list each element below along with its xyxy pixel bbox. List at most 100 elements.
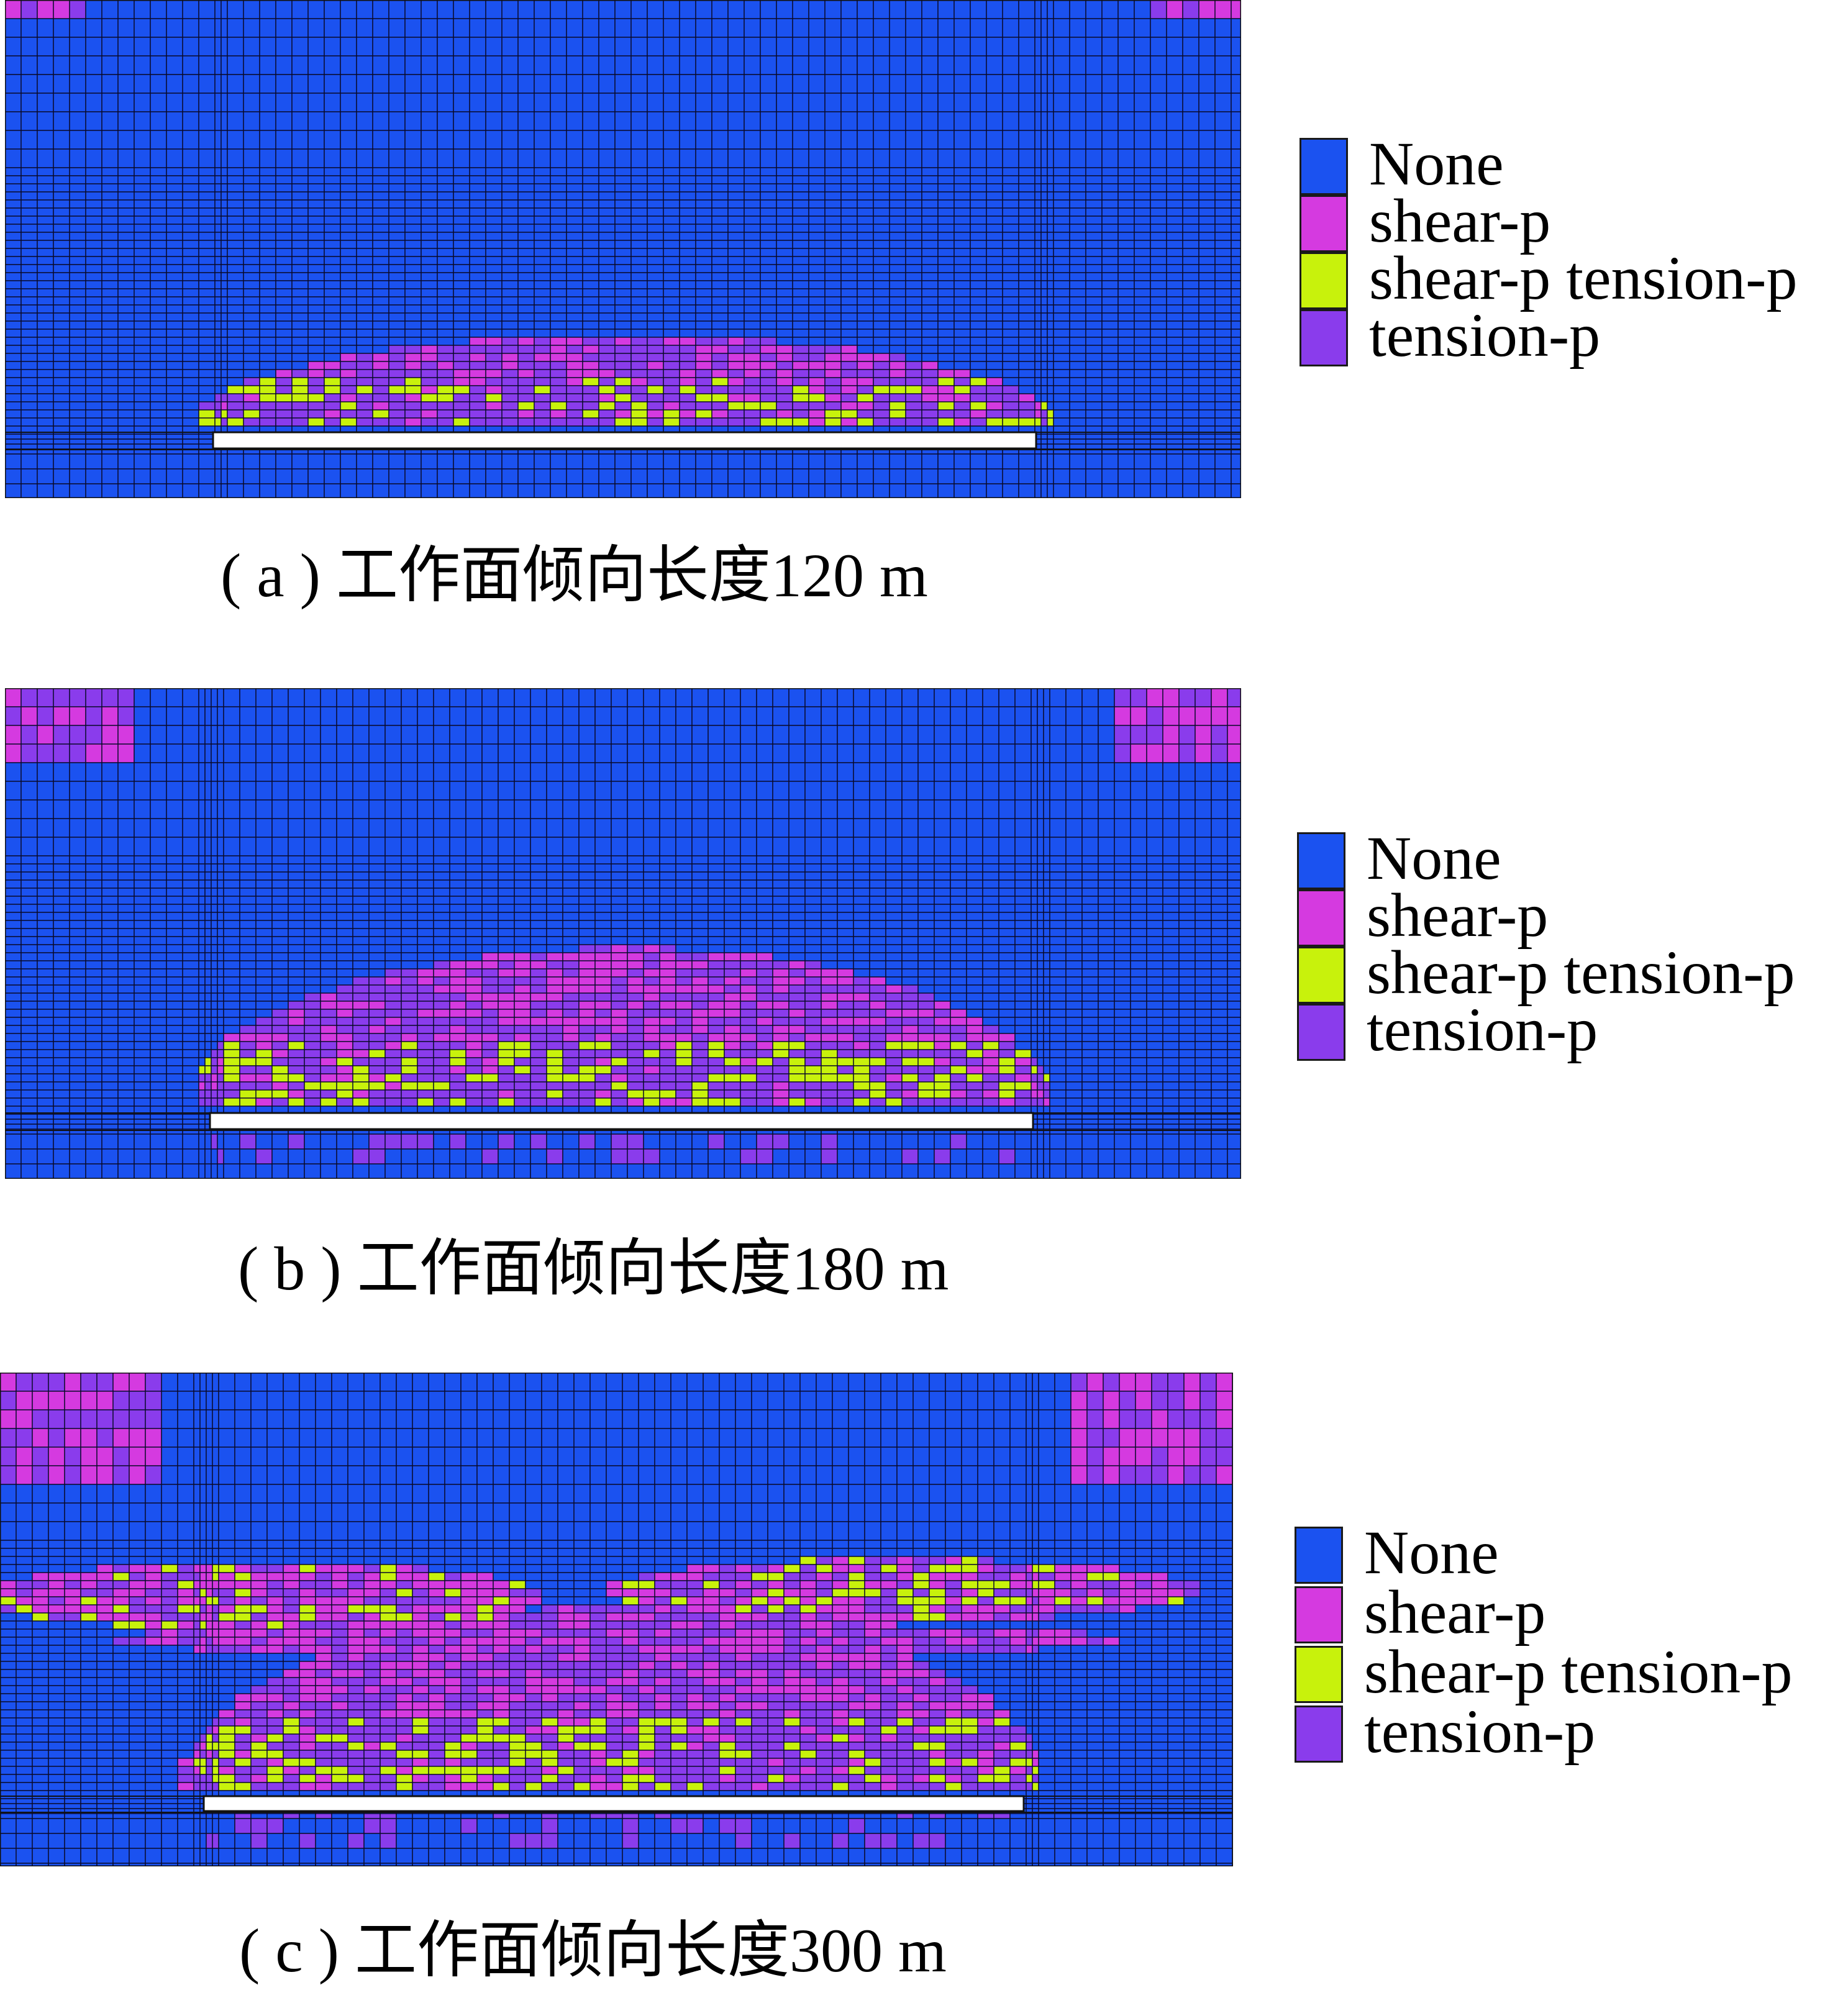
mesh-cell: [1214, 417, 1232, 427]
mesh-cell: [221, 393, 228, 402]
mesh-cell: [1053, 468, 1070, 484]
mesh-cell: [385, 863, 402, 873]
mesh-cell: [598, 148, 616, 168]
mesh-cell: [239, 871, 257, 881]
mesh-cell: [1053, 329, 1070, 338]
mesh-cell: [921, 148, 939, 168]
mesh-cell: [340, 483, 357, 498]
mesh-cell: [921, 409, 939, 419]
mesh-cell: [85, 175, 102, 184]
mesh-cell: [517, 353, 535, 362]
mesh-cell: [304, 688, 321, 707]
mesh-cell: [421, 401, 438, 411]
mesh-cell: [214, 288, 222, 297]
mesh-cell: [385, 799, 402, 819]
mesh-cell: [182, 199, 199, 209]
mesh-cell: [921, 353, 939, 362]
mesh-cell: [679, 453, 696, 470]
mesh-cell: [517, 264, 535, 273]
mesh-cell: [1117, 74, 1135, 94]
mesh-cell: [307, 417, 325, 427]
mesh-cell: [291, 337, 309, 346]
mesh-cell: [1047, 345, 1054, 354]
mesh-cell: [5, 304, 22, 314]
mesh-cell: [1114, 688, 1131, 707]
mesh-cell: [227, 55, 244, 75]
mesh-cell: [291, 377, 309, 386]
mesh-cell: [134, 55, 151, 75]
mesh-cell: [1047, 18, 1054, 38]
mesh-cell: [372, 232, 389, 241]
mesh-cell: [198, 148, 216, 168]
mesh-cell: [421, 216, 438, 225]
mesh-cell: [182, 55, 199, 75]
mesh-cell: [421, 453, 438, 470]
mesh-cell: [340, 0, 357, 19]
mesh-cell: [986, 483, 1003, 498]
mesh-cell: [221, 18, 228, 38]
mesh-cell: [1134, 377, 1151, 386]
mesh-cell: [259, 0, 276, 19]
mesh-cell: [20, 483, 38, 498]
mesh-cell: [873, 216, 890, 225]
mesh-cell: [217, 743, 224, 763]
mesh-cell: [69, 863, 86, 873]
mesh-cell: [1002, 288, 1019, 297]
mesh-cell: [340, 232, 357, 241]
mesh-cell: [1211, 706, 1228, 726]
mesh-cell: [630, 167, 648, 176]
mesh-cell: [1069, 443, 1086, 450]
mesh-cell: [69, 818, 86, 838]
mesh-cell: [1227, 855, 1241, 865]
mesh-cell: [824, 199, 842, 209]
mesh-cell: [1117, 248, 1135, 257]
mesh-cell: [307, 304, 325, 314]
mesh-cell: [1040, 453, 1048, 470]
mesh-cell: [1002, 240, 1019, 249]
mesh-cell: [356, 280, 373, 289]
mesh-cell: [53, 393, 70, 402]
mesh-cell: [885, 818, 903, 838]
mesh-cell: [117, 818, 135, 838]
mesh-cell: [134, 256, 151, 265]
mesh-cell: [182, 18, 199, 38]
mesh-cell: [808, 361, 826, 370]
mesh-cell: [340, 409, 357, 419]
mesh-cell: [857, 453, 874, 470]
mesh-cell: [275, 216, 293, 225]
mesh-cell: [1034, 377, 1042, 386]
mesh-cell: [744, 468, 761, 484]
mesh-cell: [517, 312, 535, 322]
mesh-cell: [437, 377, 454, 386]
mesh-cell: [101, 385, 119, 394]
mesh-cell: [614, 232, 632, 241]
mesh-cell: [724, 818, 741, 838]
mesh-cell: [243, 345, 260, 354]
mesh-cell: [150, 453, 167, 470]
mesh-cell: [101, 863, 119, 873]
mesh-cell: [986, 37, 1003, 57]
mesh-cell: [772, 818, 790, 838]
mesh-cell: [288, 837, 305, 856]
mesh-cell: [663, 288, 680, 297]
mesh-cell: [630, 361, 648, 370]
mesh-cell: [857, 353, 874, 362]
mesh-cell: [1101, 345, 1119, 354]
mesh-cell: [950, 871, 967, 881]
mesh-cell: [1231, 337, 1241, 346]
mesh-cell: [1053, 130, 1070, 150]
mesh-cell: [517, 93, 535, 112]
mesh-cell: [117, 288, 135, 297]
mesh-cell: [889, 409, 906, 419]
mesh-cell: [150, 438, 167, 445]
mesh-cell: [1002, 272, 1019, 281]
mesh-cell: [1214, 167, 1232, 176]
mesh-cell: [937, 385, 955, 394]
mesh-cell: [937, 320, 955, 330]
mesh-cell: [760, 191, 777, 201]
mesh-cell: [727, 312, 745, 322]
mesh-cell: [1085, 468, 1103, 484]
mesh-cell: [320, 743, 337, 763]
mesh-cell: [695, 256, 712, 265]
mesh-cell: [873, 175, 890, 184]
